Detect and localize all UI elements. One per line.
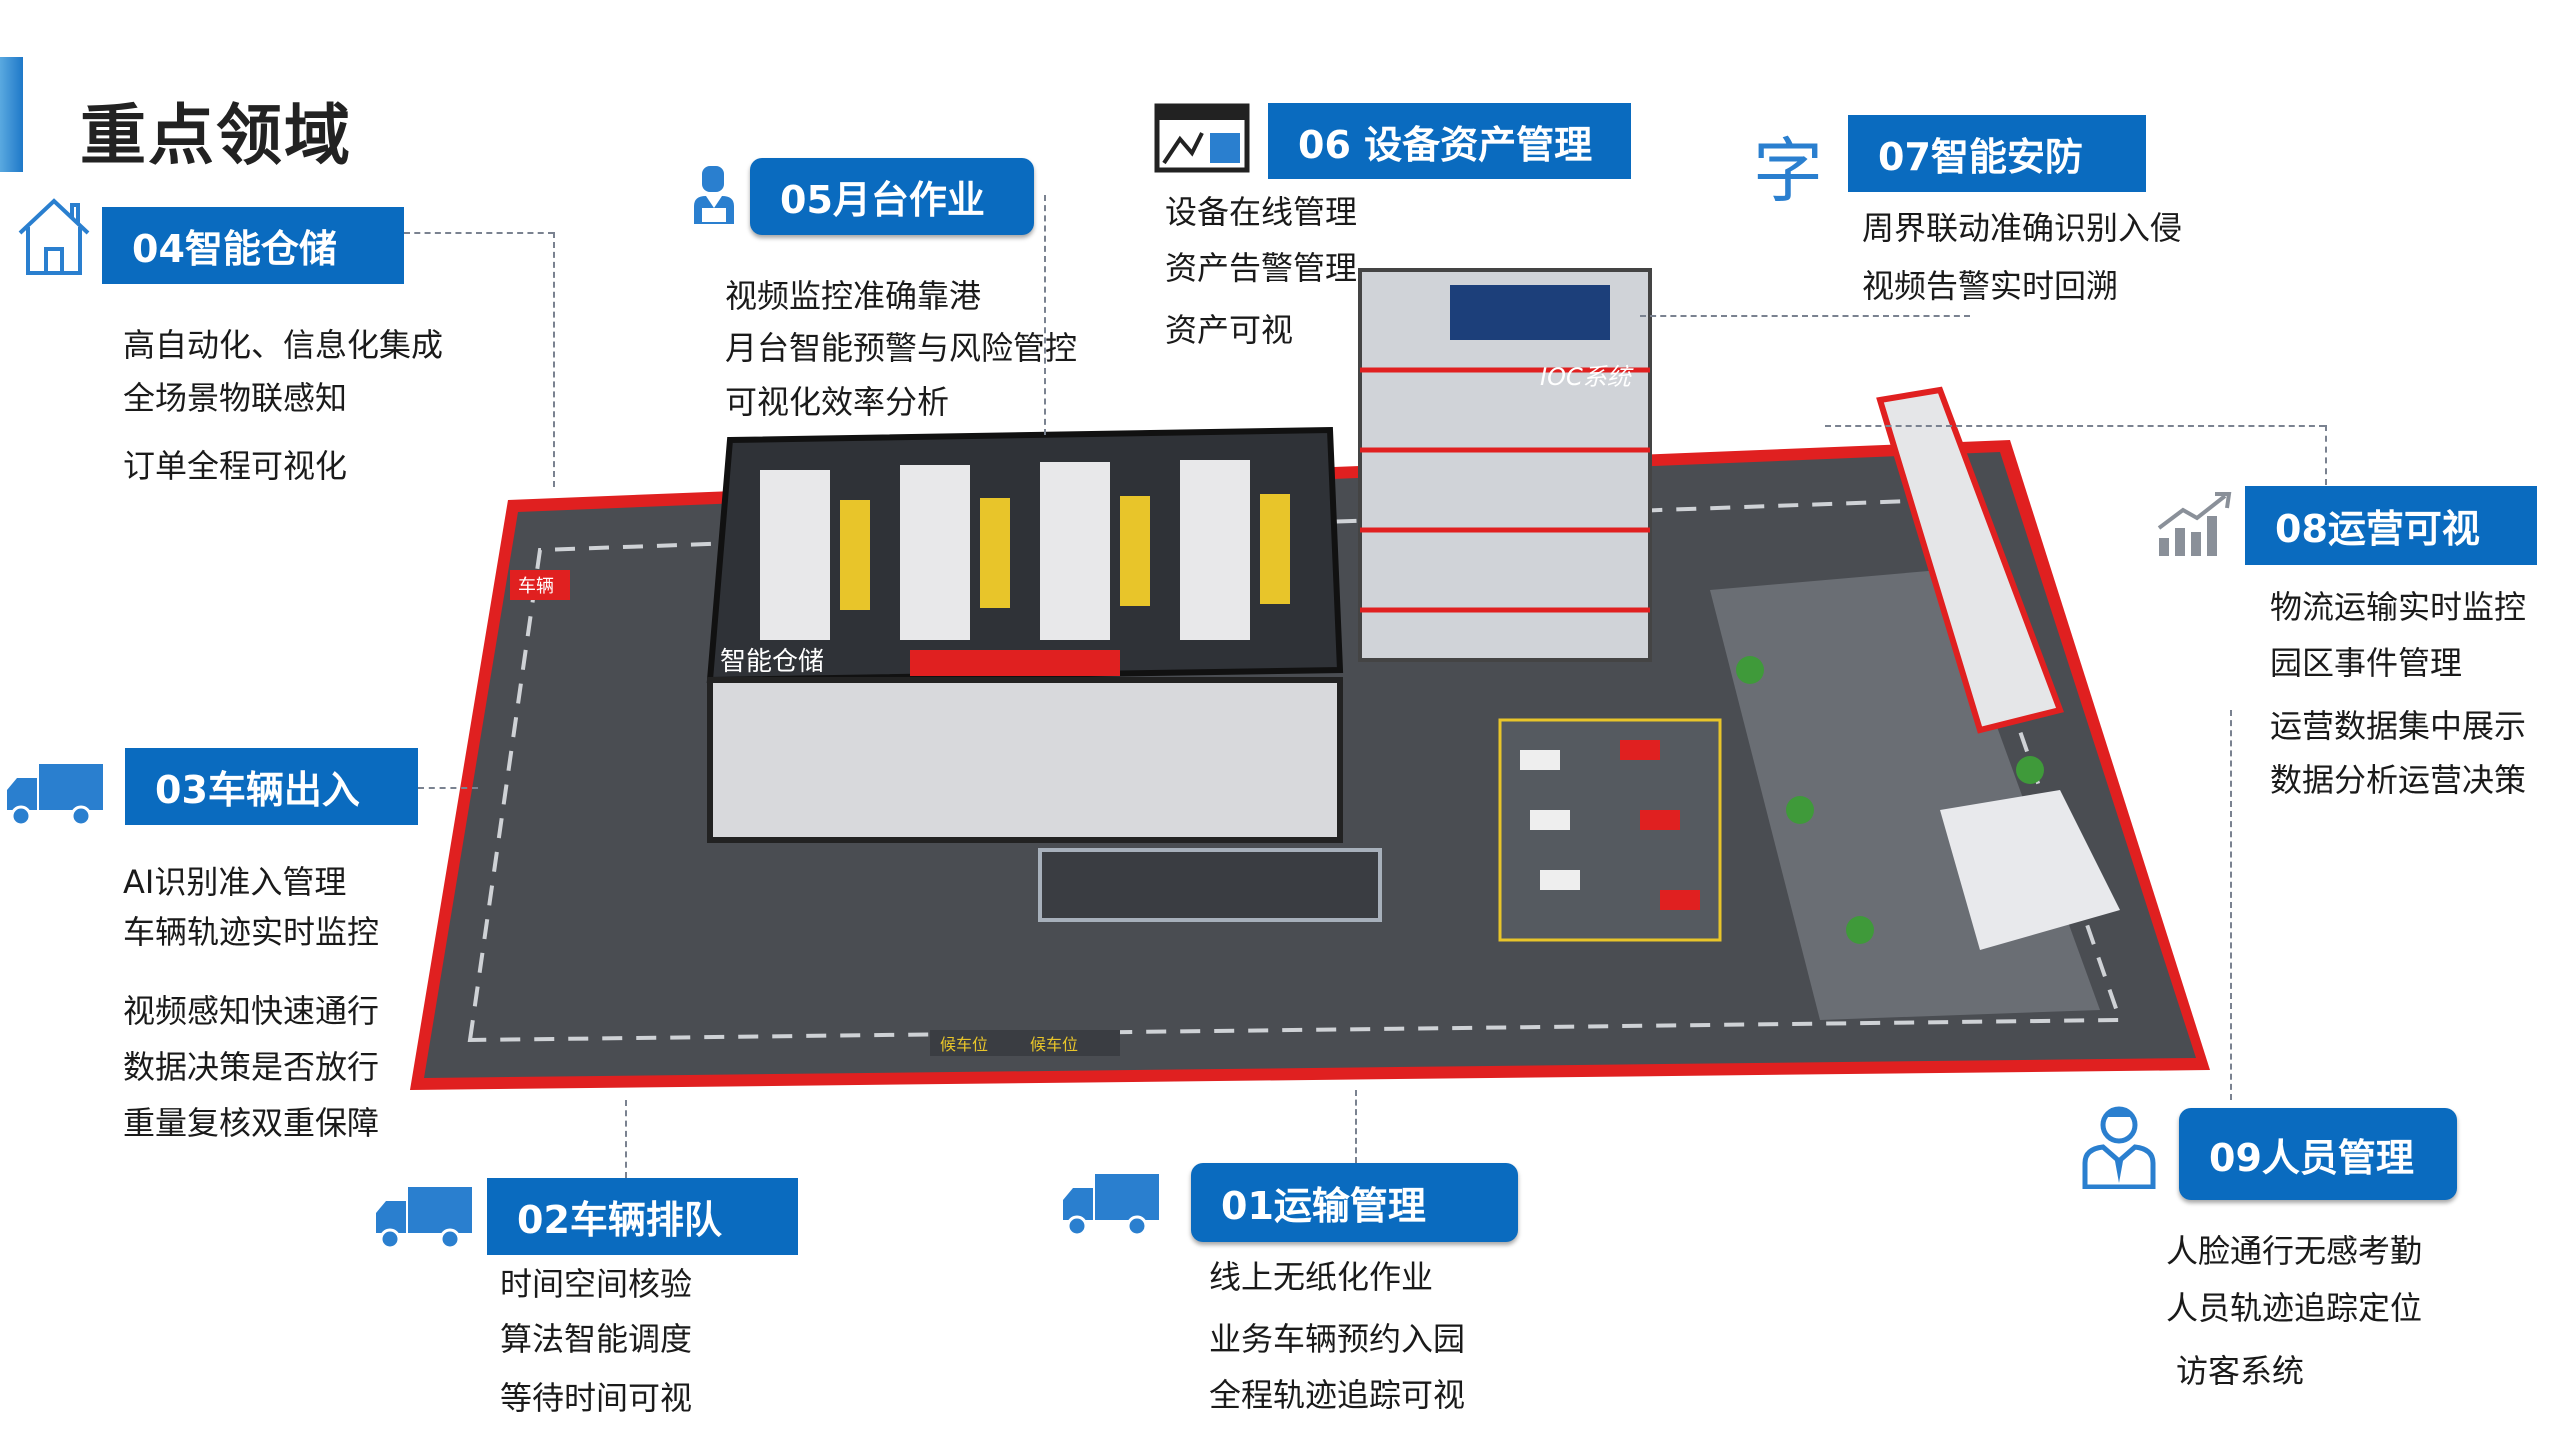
section-01-title: 01运输管理 (1191, 1163, 1518, 1242)
parking-label-2: 候车位 (1030, 1035, 1078, 1054)
section-02-item: 等待时间可视 (500, 1379, 693, 1417)
warehouse-front (707, 677, 1343, 843)
section-03-item: 车辆轨迹实时监控 (123, 913, 380, 951)
connector-08 (1825, 425, 2325, 427)
section-07-item: 视频告警实时回溯 (1862, 267, 2119, 305)
section-03-item: 重量复核双重保障 (123, 1104, 380, 1142)
person-icon (2082, 1106, 2156, 1189)
entry-gate (510, 570, 570, 600)
office-tower (1876, 386, 2064, 734)
section-06-item: 设备在线管理 (1165, 193, 1358, 231)
section-05-item: 可视化效率分析 (725, 383, 950, 421)
section-05-item: 月台智能预警与风险管控 (725, 329, 1078, 367)
connector-03 (418, 787, 478, 789)
section-06-title: 06 设备资产管理 (1268, 103, 1631, 179)
section-02-title: 02车辆排队 (487, 1178, 798, 1255)
connector-05 (1044, 195, 1046, 435)
section-05-title: 05月台作业 (750, 158, 1034, 235)
road-loop (467, 497, 2123, 1043)
logistics-park-map: 智能仓储 IOC系统 候车位 候车位 车辆 (410, 268, 2210, 1090)
section-04-item: 高自动化、信息化集成 (123, 326, 444, 364)
section-09-title: 09人员管理 (2179, 1108, 2457, 1200)
section-01-item: 业务车辆预约入园 (1209, 1320, 1466, 1358)
connector-02 (625, 1100, 627, 1178)
section-04-title: 04智能仓储 (102, 207, 404, 284)
connector-04 (553, 232, 555, 487)
connector-04 (404, 232, 554, 234)
section-01-item: 全程轨迹追踪可视 (1209, 1376, 1466, 1414)
section-05-item: 视频监控准确靠港 (725, 277, 982, 315)
warehouse-racks (760, 460, 1250, 640)
connector-09 (2230, 710, 2232, 1100)
section-02-item: 时间空间核验 (500, 1265, 693, 1303)
section-09-item: 人脸通行无感考勤 (2166, 1232, 2423, 1270)
title-accent-bar (0, 57, 23, 172)
worker-icon (694, 166, 734, 224)
connector-07 (1640, 315, 1970, 317)
section-09-item: 人员轨迹追踪定位 (2166, 1289, 2423, 1327)
warehouse-goods (840, 494, 1290, 610)
connector-01 (1355, 1090, 1357, 1163)
warehouse-label: 智能仓储 (720, 647, 824, 677)
section-08-item: 运营数据集中展示 (2270, 707, 2527, 745)
section-04-item: 订单全程可视化 (123, 447, 348, 485)
connector-08 (2325, 425, 2327, 485)
section-06-item: 资产可视 (1165, 311, 1294, 349)
section-01-item: 线上无纸化作业 (1209, 1258, 1434, 1296)
parking-label-1: 候车位 (940, 1035, 988, 1054)
section-03-item: 数据决策是否放行 (123, 1048, 380, 1086)
truck-icon (376, 1187, 472, 1250)
section-07-title: 07智能安防 (1848, 115, 2146, 192)
section-09-item: 访客系统 (2176, 1352, 2305, 1390)
section-02-item: 算法智能调度 (500, 1320, 693, 1358)
ioc-label: IOC系统 (1540, 363, 1634, 391)
section-03-title: 03车辆出入 (125, 748, 418, 825)
truck-icon (1063, 1174, 1159, 1237)
section-08-item: 园区事件管理 (2270, 644, 2463, 682)
bar-chart-icon (2157, 492, 2232, 556)
house-icon (18, 198, 90, 275)
section-08-item: 数据分析运营决策 (2270, 761, 2527, 799)
gate-label: 车辆 (518, 576, 554, 597)
monitor-dashboard-icon (1154, 103, 1250, 173)
loading-canopy (1038, 848, 1382, 922)
dome (1940, 790, 2120, 950)
section-03-item: AI识别准入管理 (123, 863, 347, 901)
section-07-item: 周界联动准确识别入侵 (1862, 209, 2183, 247)
section-04-item: 全场景物联感知 (123, 379, 348, 417)
section-08-title: 08运营可视 (2245, 486, 2537, 565)
page-title: 重点领域 (80, 97, 352, 174)
section-03-item: 视频感知快速通行 (123, 992, 380, 1030)
truck-icon (7, 764, 103, 827)
shield-char-icon: 字 (1753, 130, 1823, 212)
section-08-item: 物流运输实时监控 (2270, 588, 2527, 626)
section-06-item: 资产告警管理 (1165, 249, 1358, 287)
